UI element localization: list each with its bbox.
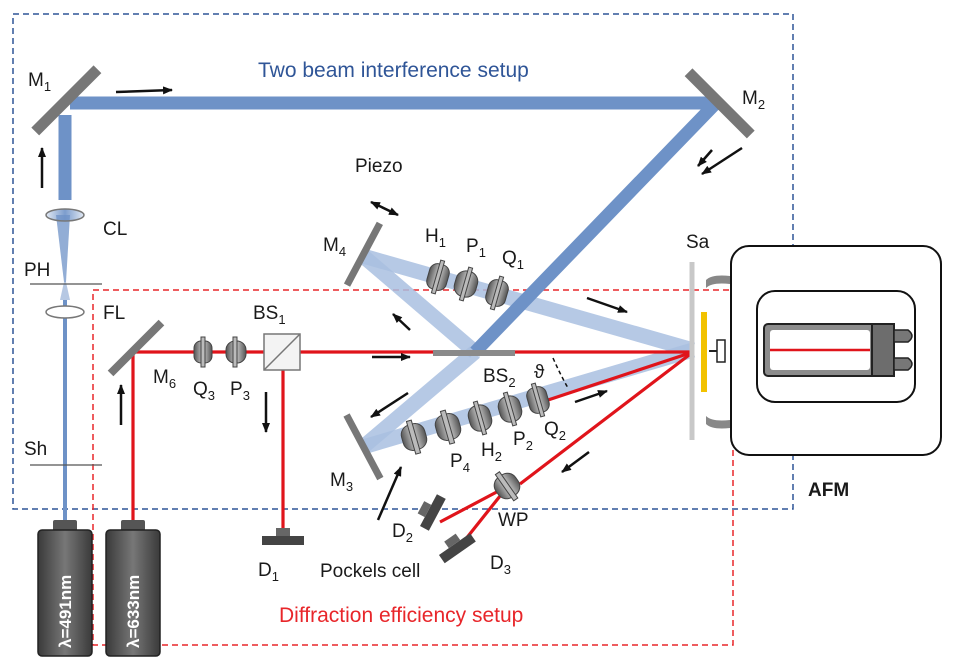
blue-beam-path (58, 96, 721, 357)
mirror-m6 (107, 319, 165, 377)
label-cl: CL (103, 219, 127, 240)
label-wp: WP (498, 510, 529, 531)
halfwave-plate-h1 (426, 259, 450, 295)
label-laser-633nm: λ=633nm (124, 575, 143, 648)
mirror-m3 (343, 413, 384, 481)
blue-beam-focus (56, 215, 70, 282)
label-fl: FL (103, 303, 125, 324)
angle-arc (552, 357, 569, 389)
label-ph: PH (24, 260, 50, 281)
label-d3: D3 (490, 553, 511, 577)
label-q2: Q2 (544, 419, 566, 443)
beam-splitter-bs1 (263, 333, 301, 371)
waveplate-q3 (193, 336, 213, 368)
label-d1: D1 (258, 560, 279, 584)
label-m3: M3 (330, 470, 353, 494)
label-d2: D2 (392, 521, 413, 545)
beam-splitter-bs2 (433, 350, 515, 356)
label-m2: M2 (742, 88, 765, 112)
label-sa: Sa (686, 232, 710, 253)
label-p4: P4 (450, 451, 470, 475)
laser-491nm (37, 520, 93, 657)
label-bs2: BS2 (483, 366, 516, 390)
detector-d1 (262, 528, 304, 545)
label-sh: Sh (24, 439, 47, 460)
label-piezo: Piezo (355, 156, 403, 177)
two-beam-setup-box (12, 13, 794, 510)
polarizer-p3 (225, 336, 247, 368)
halfwave-plate-h2 (467, 400, 493, 436)
label-afm: AFM (808, 480, 849, 501)
label-h1: H1 (425, 226, 446, 250)
label-q1: Q1 (502, 248, 524, 272)
polarizer-p1 (453, 266, 479, 302)
sample (701, 312, 707, 392)
waveplate-q1 (485, 275, 509, 311)
laser-633nm (105, 520, 161, 657)
waveplate-q2 (526, 382, 550, 418)
lens-cl (45, 208, 85, 222)
detector-d3 (438, 533, 476, 564)
detector-d2 (417, 494, 446, 531)
diffraction-setup-box (92, 289, 734, 646)
mirror-m1 (31, 65, 102, 136)
title-diffraction: Diffraction efficiency setup (279, 604, 523, 627)
pockels-cell (400, 419, 428, 455)
mirror-m4 (343, 221, 383, 287)
label-m6: M6 (153, 367, 176, 391)
lens-fl (45, 305, 85, 319)
label-q3: Q3 (193, 379, 215, 403)
polarizer-p4 (434, 409, 462, 445)
label-laser-491nm: λ=491nm (56, 575, 75, 648)
label-theta: ϑ (534, 362, 545, 383)
mirror-m2 (684, 68, 755, 139)
blue-beam-expand (60, 282, 70, 300)
label-m4: M4 (323, 235, 346, 259)
label-p2: P2 (513, 429, 533, 453)
wollaston-prism-wp (493, 471, 521, 502)
afm-instrument (706, 245, 942, 456)
polarizer-p2 (497, 391, 523, 427)
label-p3: P3 (230, 379, 250, 403)
title-two-beam: Two beam interference setup (258, 59, 529, 82)
label-m1: M1 (28, 70, 51, 94)
direction-arrows (38, 86, 743, 521)
label-p1: P1 (466, 236, 486, 260)
label-pockels-cell: Pockels cell (320, 561, 420, 582)
label-bs1: BS1 (253, 303, 286, 327)
label-h2: H2 (481, 440, 502, 464)
